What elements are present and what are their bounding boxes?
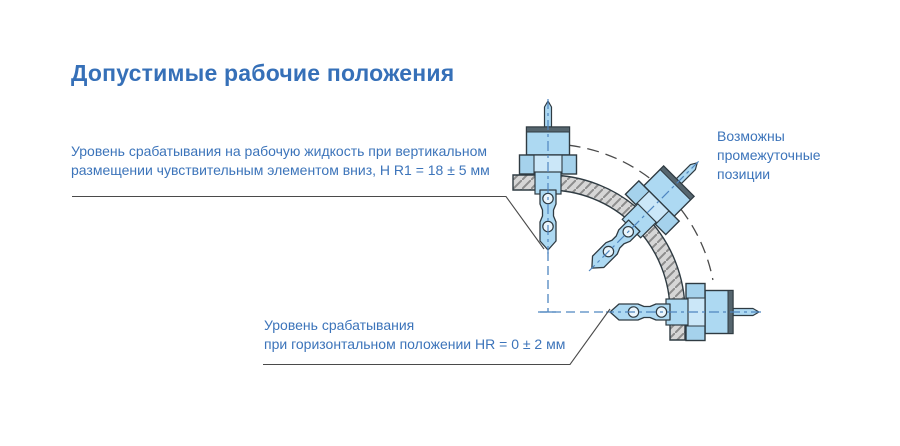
annotation-text-line: Возможны — [717, 128, 785, 144]
annotation-text-line: Уровень срабатывания на рабочую жидкость… — [71, 143, 487, 159]
annotation-text-line: Уровень срабатывания — [264, 317, 415, 333]
level-construction-lines — [538, 252, 608, 313]
sensor-intermediate-position — [568, 140, 720, 292]
horizontal-level-leader-line — [263, 308, 611, 366]
annotation-text-line: промежуточные — [717, 147, 821, 163]
intermediate-positions-note: Возможны промежуточные позиции — [717, 127, 821, 184]
annotation-text-line: позиции — [717, 166, 771, 182]
vertical-level-leader-line — [72, 195, 545, 250]
annotation-text-line: при горизонтальном положении HR = 0 ± 2 … — [264, 336, 566, 352]
vertical-level-annotation: Уровень срабатывания на рабочую жидкость… — [71, 142, 490, 180]
page-title: Допустимые рабочие положения — [71, 60, 455, 86]
annotation-text-line: размещении чувствительным элементом вниз… — [71, 162, 490, 178]
horizontal-level-annotation: Уровень срабатывания при горизонтальном … — [264, 316, 565, 354]
